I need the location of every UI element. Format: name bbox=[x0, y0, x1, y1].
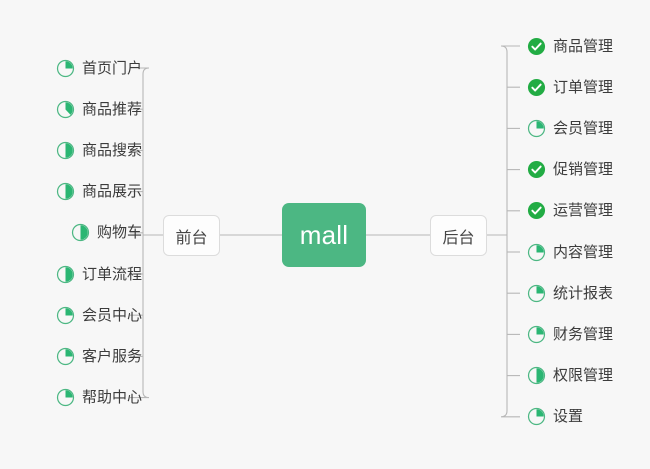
leaf-node-frontend-1[interactable]: 商品推荐 bbox=[56, 96, 142, 122]
progress-pie-icon bbox=[527, 325, 546, 343]
leaf-node-label: 商品搜索 bbox=[81, 141, 142, 159]
leaf-node-label: 内容管理 bbox=[553, 243, 614, 261]
progress-pie-icon bbox=[56, 59, 75, 77]
leaf-node-frontend-6[interactable]: 会员中心 bbox=[56, 302, 142, 328]
leaf-node-label: 会员中心 bbox=[81, 306, 142, 324]
root-node-mall[interactable]: mall bbox=[282, 203, 366, 267]
leaf-node-backend-7[interactable]: 财务管理 bbox=[527, 321, 613, 347]
leaf-node-label: 帮助中心 bbox=[81, 389, 142, 407]
branch-node-frontend[interactable]: 前台 bbox=[163, 215, 220, 256]
progress-pie-icon bbox=[71, 224, 90, 242]
leaf-node-label: 首页门户 bbox=[81, 59, 142, 77]
leaf-node-label: 商品展示 bbox=[81, 183, 142, 201]
leaf-node-frontend-2[interactable]: 商品搜索 bbox=[56, 137, 142, 163]
leaf-node-label: 运营管理 bbox=[553, 202, 614, 220]
leaf-node-frontend-8[interactable]: 帮助中心 bbox=[56, 385, 142, 411]
progress-pie-icon bbox=[527, 119, 546, 137]
leaf-node-label: 商品管理 bbox=[553, 37, 614, 55]
progress-pie-icon bbox=[56, 347, 75, 365]
progress-pie-icon bbox=[527, 366, 546, 385]
leaf-node-label: 商品推荐 bbox=[81, 100, 142, 118]
check-circle-icon bbox=[527, 161, 546, 179]
progress-pie-icon bbox=[56, 388, 75, 407]
leaf-node-frontend-0[interactable]: 首页门户 bbox=[56, 55, 142, 81]
leaf-node-frontend-5[interactable]: 订单流程 bbox=[56, 261, 142, 287]
progress-pie-icon bbox=[56, 141, 75, 159]
branch-spine-backend bbox=[500, 45, 520, 418]
leaf-node-frontend-3[interactable]: 商品展示 bbox=[56, 179, 142, 205]
leaf-node-label: 财务管理 bbox=[553, 325, 614, 343]
branch-node-frontend-label: 前台 bbox=[175, 229, 208, 247]
progress-pie-icon bbox=[527, 408, 546, 426]
leaf-node-label: 订单流程 bbox=[81, 265, 142, 283]
leaf-node-label: 购物车 bbox=[96, 224, 142, 242]
leaf-node-backend-8[interactable]: 权限管理 bbox=[527, 363, 613, 389]
root-node-label: mall bbox=[299, 219, 349, 250]
progress-pie-icon bbox=[56, 265, 75, 283]
branch-node-backend[interactable]: 后台 bbox=[430, 215, 487, 256]
progress-pie-icon bbox=[56, 306, 75, 324]
leaf-node-label: 促销管理 bbox=[553, 161, 614, 179]
leaf-node-backend-4[interactable]: 运营管理 bbox=[527, 198, 613, 224]
leaf-node-backend-5[interactable]: 内容管理 bbox=[527, 239, 613, 265]
leaf-node-label: 订单管理 bbox=[553, 78, 614, 96]
progress-pie-icon bbox=[527, 243, 546, 261]
leaf-node-frontend-7[interactable]: 客户服务 bbox=[56, 343, 142, 369]
check-circle-icon bbox=[527, 202, 546, 220]
progress-pie-icon bbox=[527, 284, 546, 302]
check-circle-icon bbox=[527, 78, 546, 96]
leaf-node-backend-9[interactable]: 设置 bbox=[527, 404, 583, 430]
leaf-node-label: 会员管理 bbox=[553, 119, 614, 137]
check-circle-icon bbox=[527, 37, 546, 55]
leaf-node-frontend-4[interactable]: 购物车 bbox=[71, 220, 142, 246]
leaf-node-label: 权限管理 bbox=[553, 367, 614, 385]
leaf-node-label: 设置 bbox=[553, 408, 584, 426]
leaf-node-backend-0[interactable]: 商品管理 bbox=[527, 33, 613, 59]
leaf-node-label: 统计报表 bbox=[553, 284, 614, 302]
leaf-node-backend-2[interactable]: 会员管理 bbox=[527, 115, 613, 141]
progress-pie-icon bbox=[56, 182, 75, 201]
leaf-node-label: 客户服务 bbox=[81, 347, 142, 365]
progress-pie-icon bbox=[56, 100, 75, 118]
leaf-node-backend-3[interactable]: 促销管理 bbox=[527, 157, 613, 183]
branch-node-backend-label: 后台 bbox=[442, 229, 475, 247]
leaf-node-backend-6[interactable]: 统计报表 bbox=[527, 280, 613, 306]
leaf-node-backend-1[interactable]: 订单管理 bbox=[527, 74, 613, 100]
